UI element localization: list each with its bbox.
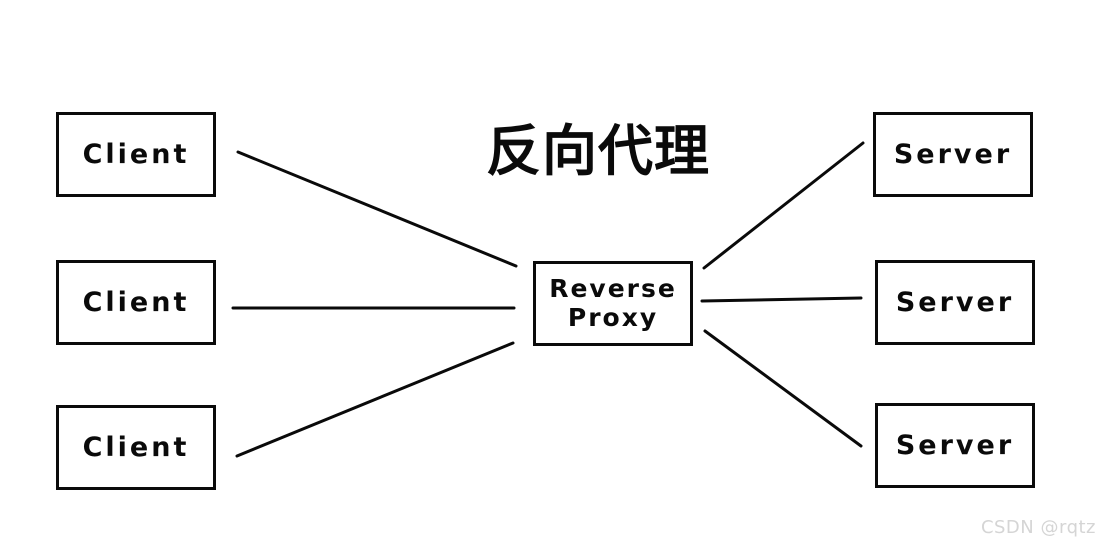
csdn-watermark: CSDN @rqtz bbox=[980, 517, 1096, 538]
connection-line-reverse-proxy-to-server-2 bbox=[700, 296, 863, 303]
reverse-proxy-label-line1: Reverse bbox=[549, 273, 677, 303]
reverse-proxy-label-line2: Proxy bbox=[567, 302, 659, 332]
server-node-2: Server bbox=[875, 260, 1035, 345]
client-node-1: Client bbox=[56, 112, 216, 197]
diagram-title: 反向代理 bbox=[485, 119, 710, 183]
connection-line-client-3-to-reverse-proxy bbox=[235, 341, 515, 458]
client-node-1-label: Client bbox=[82, 138, 190, 170]
reverse-proxy-node: Reverse Proxy bbox=[533, 261, 693, 346]
server-node-1-label: Server bbox=[893, 138, 1013, 170]
connection-line-reverse-proxy-to-server-3 bbox=[703, 329, 863, 448]
client-node-3-label: Client bbox=[82, 431, 190, 463]
server-node-3: Server bbox=[875, 403, 1035, 488]
client-node-2-label: Client bbox=[82, 286, 190, 318]
client-node-2: Client bbox=[56, 260, 216, 345]
server-node-1: Server bbox=[873, 112, 1033, 197]
server-node-2-label: Server bbox=[895, 286, 1015, 318]
server-node-3-label: Server bbox=[895, 429, 1015, 461]
client-node-3: Client bbox=[56, 405, 216, 490]
